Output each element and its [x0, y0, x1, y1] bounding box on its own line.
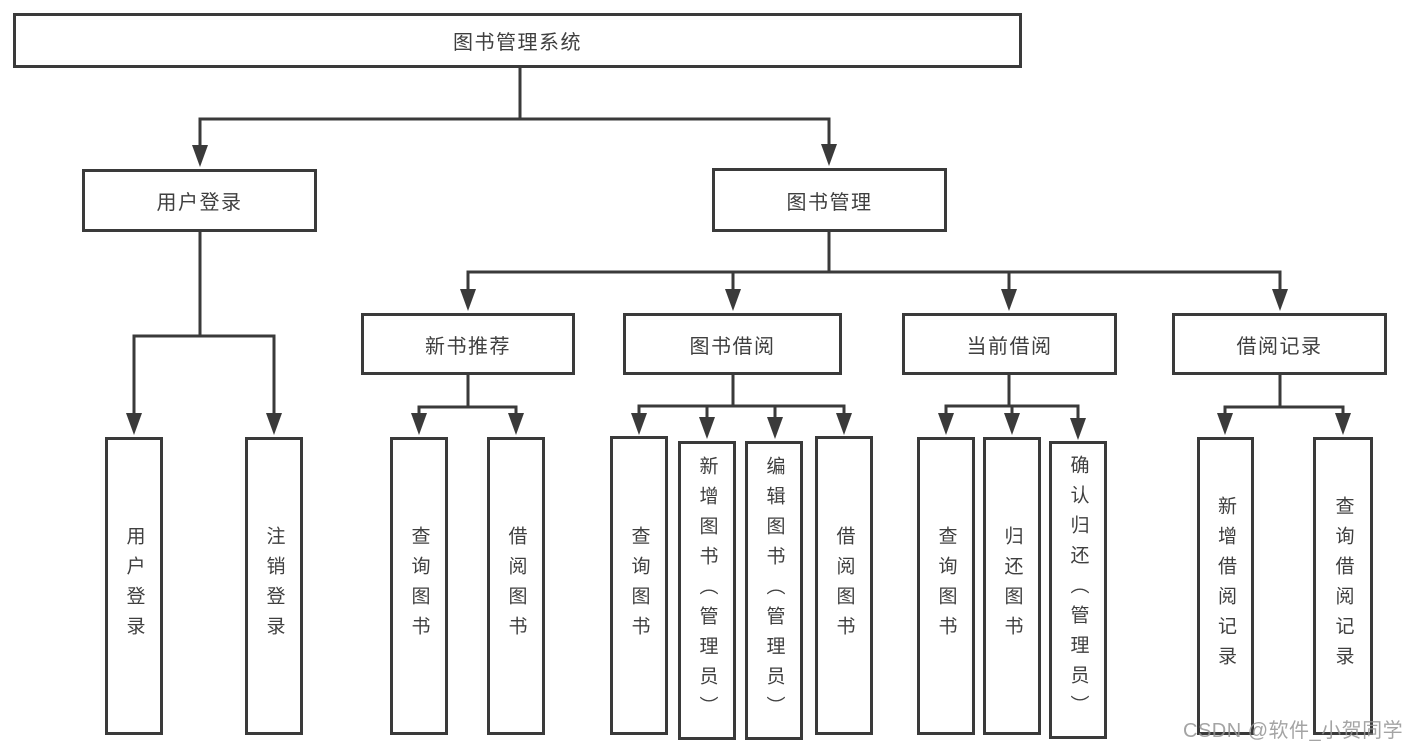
node-label: 用户登录: [123, 526, 145, 646]
node-label: 注销登录: [263, 526, 285, 646]
node-book-borrowing: 图书借阅: [623, 313, 842, 375]
node-label: 图书管理系统: [453, 32, 582, 54]
leaf-query-books-recommend: 查询图书: [390, 437, 448, 735]
leaf-logout: 注销登录: [245, 437, 303, 735]
leaf-edit-books-admin: 编辑图书（管理员）: [745, 441, 803, 740]
leaf-query-books-current: 查询图书: [917, 437, 975, 735]
node-label: 查询图书: [935, 526, 957, 646]
node-label: 查询图书: [408, 526, 430, 646]
node-label: 确认归还（管理员）: [1067, 455, 1089, 725]
node-label: 借阅图书: [833, 525, 855, 646]
node-new-book-recommendation: 新书推荐: [361, 313, 575, 375]
leaf-user-login: 用户登录: [105, 437, 163, 735]
node-label: 归还图书: [1001, 526, 1023, 646]
leaf-borrow-books: 借阅图书: [815, 436, 873, 735]
node-label: 借阅图书: [505, 526, 527, 646]
leaf-add-borrow-record: 新增借阅记录: [1197, 437, 1254, 735]
node-label: 编辑图书（管理员）: [763, 455, 785, 726]
leaf-query-borrow-record: 查询借阅记录: [1313, 437, 1373, 735]
node-label: 图书借阅: [689, 335, 776, 358]
node-label: 当前借阅: [966, 335, 1053, 358]
node-current-borrowing: 当前借阅: [902, 313, 1117, 375]
leaf-confirm-return-admin: 确认归还（管理员）: [1049, 441, 1107, 739]
node-book-management: 图书管理: [712, 168, 947, 232]
node-label: 查询图书: [628, 525, 650, 646]
node-label: 新增借阅记录: [1215, 496, 1236, 676]
node-label: 新书推荐: [425, 335, 511, 358]
node-library-management-system: 图书管理系统: [13, 13, 1022, 68]
leaf-add-books-admin: 新增图书（管理员）: [678, 441, 736, 740]
node-borrowing-records: 借阅记录: [1172, 313, 1387, 375]
node-label: 借阅记录: [1236, 335, 1323, 358]
leaf-return-books: 归还图书: [983, 437, 1041, 735]
leaf-query-books-borrowing: 查询图书: [610, 436, 668, 735]
node-label: 图书管理: [786, 191, 873, 214]
csdn-watermark: CSDN @软件_小贺同学: [1183, 720, 1404, 742]
leaf-borrow-books-recommend: 借阅图书: [487, 437, 545, 735]
node-label: 用户登录: [156, 192, 243, 214]
node-label: 查询借阅记录: [1332, 496, 1354, 676]
node-label: 新增图书（管理员）: [696, 455, 718, 726]
node-user-login: 用户登录: [82, 169, 317, 232]
